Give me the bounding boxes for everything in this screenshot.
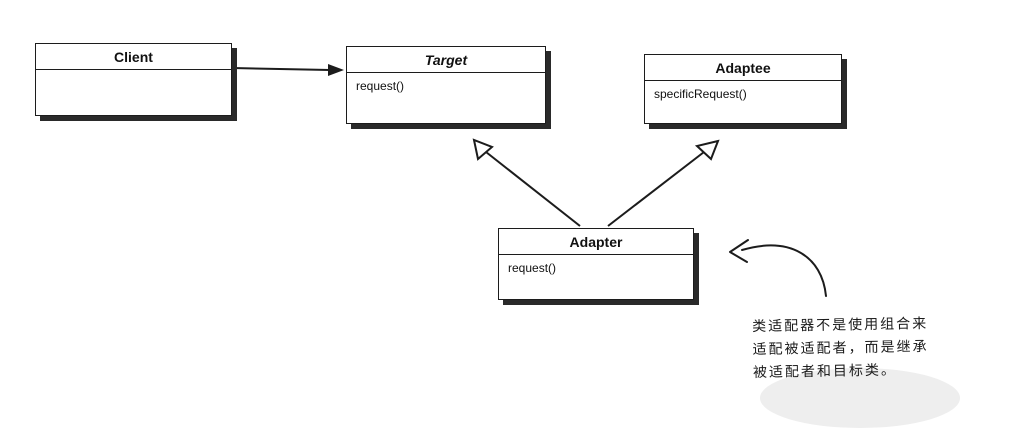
class-target-method: request() bbox=[356, 79, 405, 93]
class-target[interactable]: Target request() bbox=[346, 46, 546, 124]
class-adapter[interactable]: Adapter request() bbox=[498, 228, 694, 300]
class-adapter-method: request() bbox=[508, 261, 557, 275]
class-adaptee-methods: specificRequest() bbox=[645, 81, 841, 107]
class-client-methods bbox=[36, 70, 231, 82]
association-arrowhead bbox=[328, 64, 344, 76]
inheritance-arrowhead-target bbox=[472, 138, 494, 161]
association-line-client-target bbox=[231, 67, 331, 71]
note-line: 被适配者和目标类。 bbox=[752, 362, 898, 381]
inheritance-line-adapter-adaptee bbox=[607, 151, 705, 227]
class-adapter-methods: request() bbox=[499, 255, 693, 281]
class-target-name: Target bbox=[347, 47, 545, 73]
handwritten-note: 类适配器不是使用组合来 适配被适配者，而是继承 被适配者和目标类。 bbox=[752, 311, 1013, 385]
class-client-name: Client bbox=[36, 44, 231, 70]
class-adaptee[interactable]: Adaptee specificRequest() bbox=[644, 54, 842, 124]
class-target-methods: request() bbox=[347, 73, 545, 99]
inheritance-line-adapter-target bbox=[485, 151, 581, 227]
diagram-connectors bbox=[231, 64, 827, 297]
class-adaptee-method: specificRequest() bbox=[654, 87, 747, 101]
class-adapter-name: Adapter bbox=[499, 229, 693, 255]
class-client[interactable]: Client bbox=[35, 43, 232, 116]
inheritance-arrowhead-adaptee bbox=[694, 139, 720, 161]
annotation-arrowhead bbox=[729, 239, 749, 263]
annotation-curve-arrow bbox=[741, 244, 827, 297]
class-adaptee-name: Adaptee bbox=[645, 55, 841, 81]
